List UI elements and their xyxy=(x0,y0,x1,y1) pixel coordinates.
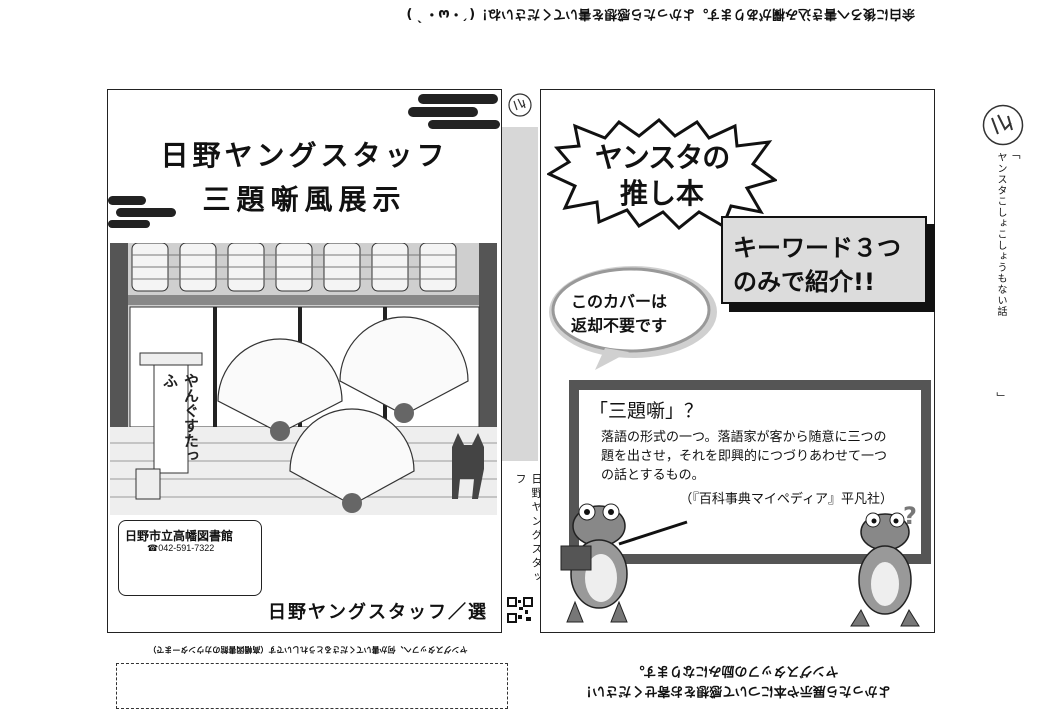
cloud-decoration-top xyxy=(408,94,500,129)
cover-title-line2: 三題噺風展示 xyxy=(202,183,407,216)
burst-line1: ヤンスタの xyxy=(594,141,730,174)
spine-grey-band xyxy=(502,127,538,461)
library-name: 日野市立高幡図書館 xyxy=(125,529,234,543)
burst-shape xyxy=(547,118,777,230)
margin-series-text: ヤンスタこしょこしょうもない話 xyxy=(995,152,1006,317)
yansta-logo-icon xyxy=(508,93,532,117)
question-mark: ? xyxy=(903,502,917,530)
keyword-line1: キーワード３つ xyxy=(733,234,901,262)
frog-student-illustration xyxy=(850,512,920,627)
board-title: 「三題噺」？ xyxy=(589,400,704,422)
cover-title-line1: 日野ヤングスタッフ xyxy=(160,139,449,172)
library-phone: ☎042-591-7322 xyxy=(147,543,215,553)
stage-illustration: やんぐすたっふ xyxy=(110,243,497,515)
bottom-left-note: ヤングスタッフへ、何か書いてくださるとうれしいです（高幡図書館のカウンターまで） xyxy=(148,645,468,654)
bottom-right-line1: よかったら展示や本について感想をお寄せください！ xyxy=(579,683,891,698)
bottom-right-line2: ヤングスタッフの励みになります。 xyxy=(631,663,839,678)
stage-scene-graphic xyxy=(110,243,497,515)
cloud-decoration-left xyxy=(108,196,176,228)
keyword-box xyxy=(721,216,927,304)
spine-text: 日野ヤングスタッフ xyxy=(514,473,543,585)
qr-code-icon xyxy=(507,597,533,623)
speech-bubble xyxy=(549,266,717,370)
keyword-line2: のみで紹介!! xyxy=(733,268,875,296)
bubble-line1: このカバーは xyxy=(571,292,668,311)
margin-bracket-open: 「 xyxy=(1008,148,1021,159)
library-info-box: 日野市立高幡図書館 ☎042-591-7322 xyxy=(118,520,262,596)
cover-byline: 日野ヤングスタッフ／選 xyxy=(268,602,488,623)
board-source: （『百科事典マイペディア』平凡社） xyxy=(679,492,893,507)
margin-bracket-close: 」 xyxy=(995,392,1008,403)
top-note: 余白に後ろへ書き込み欄があります。よかったら感想を書いてくださいね！(´・ω・｀… xyxy=(406,6,915,21)
right-cover-panel: ヤンスタの 推し本 キーワード３つ のみで紹介!! このカバーは 返却不要です … xyxy=(540,89,935,633)
lantern-sign-text: やんぐすたっふ xyxy=(161,373,200,463)
board-body: 落語の形式の一つ。落語家が客から随意に三つの題を出させ，それを即興的につづりあわ… xyxy=(601,430,888,483)
frog-teacher-illustration xyxy=(560,503,688,623)
bubble-line2: 返却不要です xyxy=(571,316,668,335)
comment-box[interactable] xyxy=(116,663,508,709)
left-cover-panel: 日野ヤングスタッフ 三題噺風展示 xyxy=(107,89,502,633)
burst-line2: 推し本 xyxy=(619,177,704,210)
yansta-logo-large-icon xyxy=(982,104,1024,146)
spine: 日野ヤングスタッフ xyxy=(500,89,543,631)
